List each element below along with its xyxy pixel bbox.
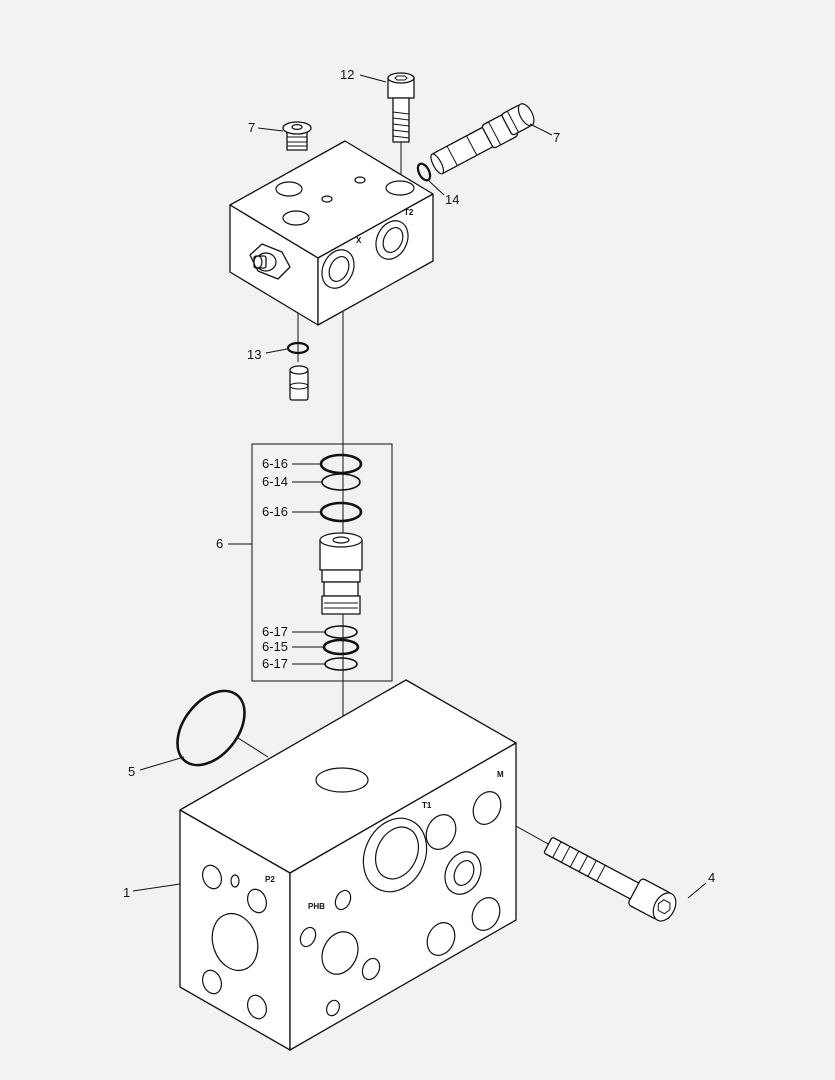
callout-6-14: 6-14	[262, 474, 288, 489]
block-top-hole	[321, 195, 333, 203]
port-hole	[246, 994, 268, 1020]
cartridge-valve	[319, 532, 363, 615]
large-port-lower	[321, 931, 359, 975]
large-port-p	[211, 912, 259, 972]
large-port-t1-inner	[374, 826, 420, 880]
callout-5: 5	[128, 764, 135, 779]
block-port-inner	[382, 227, 404, 253]
callout-6-17-top: 6-17	[262, 624, 288, 639]
callout-6: 6	[216, 536, 223, 551]
port-hole	[201, 864, 223, 890]
callout-7-right: 7	[553, 130, 560, 145]
port-hole	[299, 926, 317, 948]
port-phb	[334, 889, 352, 911]
callout-1: 1	[123, 885, 130, 900]
leader-1	[132, 883, 181, 892]
port-hole	[471, 897, 501, 931]
callout-4: 4	[708, 870, 715, 885]
group-box	[251, 443, 393, 682]
port-mark-phb: PHB	[308, 902, 325, 911]
block-port-inner	[328, 256, 350, 282]
callout-6-15: 6-15	[262, 639, 288, 654]
screw-12	[359, 72, 415, 143]
seal-6-15	[322, 638, 360, 656]
port-mark-x: X	[356, 236, 362, 245]
backup-ring-6-14	[321, 473, 361, 491]
port-hole	[230, 874, 240, 888]
block-top-hole	[275, 181, 303, 197]
upper-valve-block: T2 X	[229, 140, 434, 326]
callout-6-16-mid: 6-16	[262, 504, 288, 519]
port-mark-t2: T2	[404, 208, 414, 217]
callout-6-17-bottom: 6-17	[262, 656, 288, 671]
o-ring-14	[416, 162, 445, 196]
port-mark-m: M	[497, 770, 504, 779]
large-o-ring	[176, 689, 269, 767]
block-top-hole	[385, 180, 415, 196]
port-hole-inner	[453, 860, 475, 886]
long-bolt	[543, 837, 677, 922]
port-hole	[325, 999, 341, 1017]
port-mark-t1: T1	[422, 801, 432, 810]
leader-4	[687, 882, 707, 899]
port-mark-p2: P2	[265, 875, 275, 884]
callout-7-left: 7	[248, 120, 255, 135]
backup-ring-6-17-top	[324, 625, 358, 639]
callout-12: 12	[340, 67, 354, 82]
port-hole	[246, 888, 268, 914]
backup-ring-6-17-bottom	[324, 657, 358, 671]
callout-labels: 12 7 7 14 13 6-16 6-14 6-16 6 6-17 6-15 …	[123, 67, 715, 900]
main-body-right-face	[289, 742, 517, 1051]
callout-6-16-top: 6-16	[262, 456, 288, 471]
callout-14: 14	[445, 192, 459, 207]
callout-13: 13	[247, 347, 261, 362]
main-valve-body: T1 M P2 PHB	[179, 679, 517, 1051]
port-hole	[361, 957, 381, 981]
port-hole	[426, 922, 456, 956]
block-top-hole	[282, 210, 310, 226]
o-ring-13-and-pin	[265, 341, 310, 401]
cartridge-group-6	[228, 443, 393, 682]
seal-6-16-mid	[319, 501, 363, 523]
port-hole	[425, 814, 457, 850]
seal-6-16-top	[319, 453, 363, 475]
block-top-hole	[354, 176, 366, 184]
spool-and-plug-7-right	[430, 103, 553, 175]
side-adjuster-plug	[249, 243, 291, 280]
port-hole	[201, 969, 223, 995]
port-m	[472, 791, 502, 825]
main-body-top-port	[315, 767, 369, 793]
plug-7-left	[257, 121, 312, 151]
leader-5	[139, 756, 185, 771]
